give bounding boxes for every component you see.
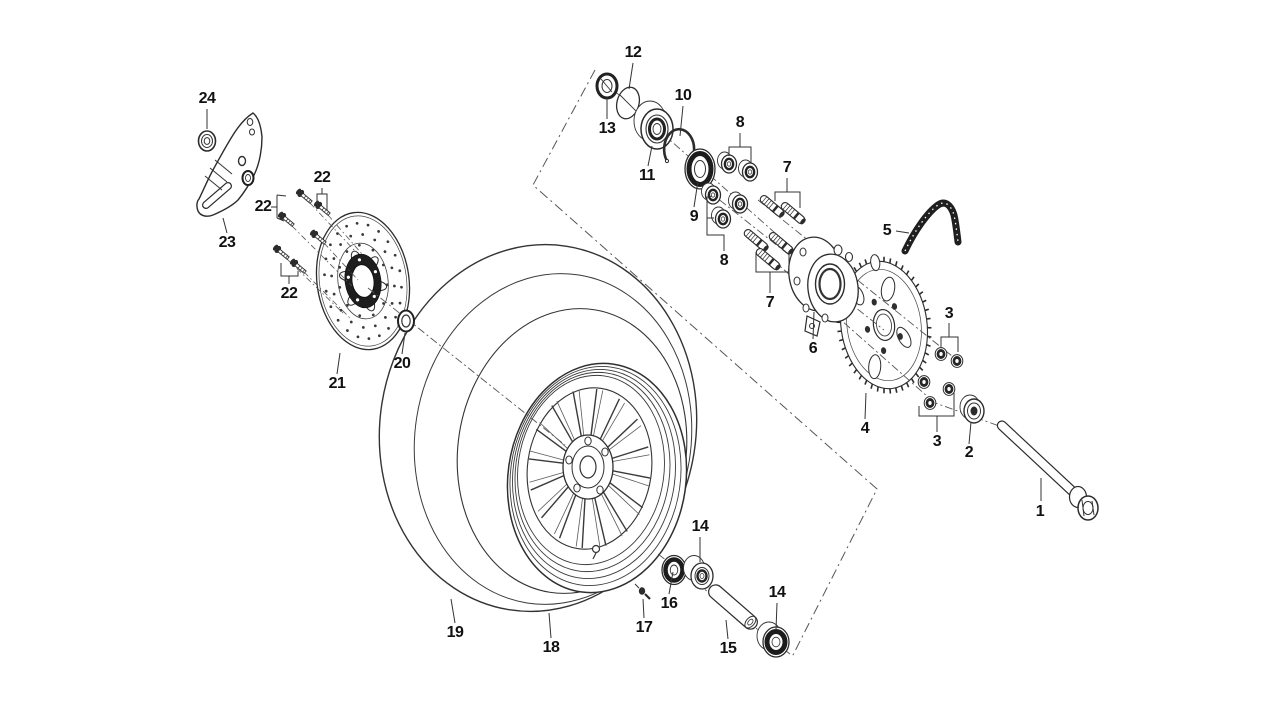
part-collar-2 [959, 394, 985, 424]
valve-stem [591, 544, 601, 560]
part-disc-bolts [272, 188, 331, 275]
part-cap-13 [595, 72, 619, 100]
part-bearing-11 [633, 100, 674, 150]
part-bearing-14b [756, 621, 790, 658]
part-bearing-14a [683, 555, 714, 590]
part-seal-16 [661, 554, 687, 586]
part-nuts-3 [917, 347, 964, 410]
part-chain [901, 199, 962, 255]
part-spacer-20 [397, 309, 415, 333]
part-seal-9 [684, 148, 716, 190]
part-studs-7 [743, 194, 806, 271]
part-screw-17 [634, 583, 651, 600]
part-spacer-tube-15 [708, 584, 758, 630]
part-brake-disc [315, 211, 411, 351]
part-washer-24 [197, 130, 217, 152]
disc-drill-holes [323, 221, 403, 341]
part-wheel-rim [506, 362, 688, 594]
wheel-spokes [528, 388, 651, 548]
part-caliper-bracket [196, 112, 263, 217]
sprocket-bolt-holes [864, 298, 903, 354]
part-oring-12 [615, 86, 641, 120]
part-axle [996, 420, 1099, 521]
part-hub-carrier [788, 236, 859, 337]
label-leader-lines [206, 62, 1042, 640]
disc-bolt-dots [346, 258, 378, 302]
